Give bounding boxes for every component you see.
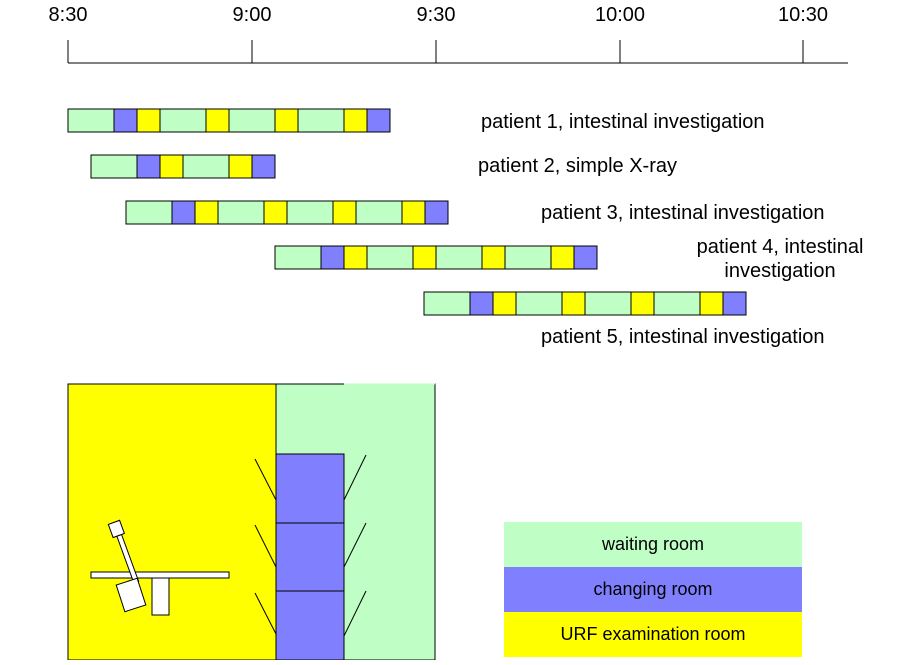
- door-line: [254, 524, 277, 568]
- changing-segment: [251, 154, 276, 179]
- xray-equipment-icon: [90, 519, 230, 616]
- waiting-segment: [423, 291, 471, 316]
- waiting-segment: [366, 245, 414, 270]
- patient-1-bar: [67, 108, 391, 133]
- waiting-segment: [355, 200, 403, 225]
- xray-tube-head: [107, 519, 126, 539]
- exam-segment: [274, 108, 299, 133]
- legend-changing-room: changing room: [504, 567, 802, 612]
- exam-segment: [550, 245, 575, 270]
- examination-table: [90, 571, 230, 579]
- exam-segment: [561, 291, 586, 316]
- exam-segment: [205, 108, 230, 133]
- exam-segment: [263, 200, 288, 225]
- exam-segment: [136, 108, 161, 133]
- changing-segment: [469, 291, 494, 316]
- changing-segment: [136, 154, 161, 179]
- patient-4-bar: [274, 245, 598, 270]
- floor-plan: [67, 383, 436, 661]
- legend-waiting-room: waiting room: [504, 522, 802, 567]
- changing-segment: [424, 200, 449, 225]
- waiting-segment: [653, 291, 701, 316]
- door-line: [343, 522, 367, 568]
- changing-segment: [171, 200, 196, 225]
- waiting-segment: [515, 291, 563, 316]
- tick-label-0900: 9:00: [232, 4, 272, 26]
- changing-segment: [320, 245, 345, 270]
- exam-segment: [194, 200, 219, 225]
- exam-segment: [401, 200, 426, 225]
- legend-urf-examination-room: URF examination room: [504, 612, 802, 657]
- changing-cubicle-2: [275, 522, 345, 592]
- changing-segment: [722, 291, 747, 316]
- tick-label-0830: 8:30: [48, 4, 88, 26]
- patient-bars: [67, 108, 747, 316]
- waiting-segment: [504, 245, 552, 270]
- waiting-segment: [435, 245, 483, 270]
- changing-segment: [573, 245, 598, 270]
- waiting-segment: [67, 108, 115, 133]
- tick-label-1000: 10:00: [594, 4, 646, 26]
- exam-segment: [343, 245, 368, 270]
- patient-2-label: patient 2, simple X-ray: [478, 155, 677, 177]
- waiting-segment: [228, 108, 276, 133]
- patient-3-bar: [125, 200, 449, 225]
- waiting-segment: [286, 200, 334, 225]
- tick-label-0930: 9:30: [416, 4, 456, 26]
- exam-room-area: [67, 383, 277, 661]
- exam-segment: [159, 154, 184, 179]
- patient-3-label: patient 3, intestinal investigation: [541, 202, 825, 224]
- patient-5-label: patient 5, intestinal investigation: [541, 326, 825, 348]
- tick-label-1030: 10:30: [777, 4, 829, 26]
- door-line: [343, 454, 367, 501]
- waiting-segment: [159, 108, 207, 133]
- waiting-segment: [584, 291, 632, 316]
- waiting-segment: [90, 154, 138, 179]
- waiting-segment: [297, 108, 345, 133]
- table-pedestal: [151, 577, 170, 616]
- changing-cubicle-3: [275, 590, 345, 661]
- timeline-axis: [67, 40, 848, 64]
- exam-segment: [630, 291, 655, 316]
- patient-2-bar: [90, 154, 276, 179]
- changing-segment: [113, 108, 138, 133]
- waiting-segment: [125, 200, 173, 225]
- exam-segment: [699, 291, 724, 316]
- exam-segment: [332, 200, 357, 225]
- changing-cubicle-1: [275, 453, 345, 524]
- door-line: [254, 592, 277, 635]
- detector-unit: [115, 577, 147, 613]
- waiting-segment: [274, 245, 322, 270]
- patient-4-label: patient 4, intestinal investigation: [696, 236, 864, 282]
- exam-segment: [228, 154, 253, 179]
- patient-1-label: patient 1, intestinal investigation: [481, 111, 765, 133]
- exam-segment: [492, 291, 517, 316]
- patient-5-bar: [423, 291, 747, 316]
- door-line: [254, 458, 277, 501]
- door-line: [343, 590, 367, 637]
- exam-segment: [481, 245, 506, 270]
- exam-segment: [412, 245, 437, 270]
- exam-segment: [343, 108, 368, 133]
- waiting-segment: [182, 154, 230, 179]
- changing-segment: [366, 108, 391, 133]
- waiting-segment: [217, 200, 265, 225]
